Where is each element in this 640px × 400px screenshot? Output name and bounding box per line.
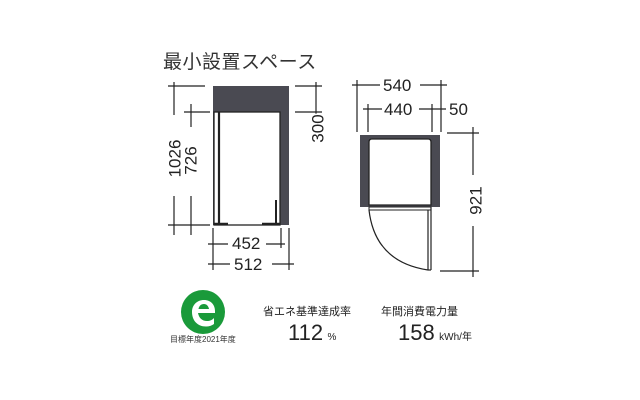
e-mark-icon <box>181 290 225 334</box>
annual-power-label: 年間消費電力量 <box>381 306 458 318</box>
dim-body-height: 726 <box>181 145 201 176</box>
energy-rate-value: 112 <box>288 320 324 345</box>
energy-rate: 112 % <box>288 320 336 346</box>
energy-rate-label: 省エネ基準達成率 <box>263 306 351 318</box>
dim-total-width: 512 <box>233 255 264 274</box>
dim-top-body-width: 440 <box>383 100 414 119</box>
annual-power: 158 kWh/年 <box>398 320 472 346</box>
dim-body-width: 452 <box>231 234 262 253</box>
energy-rate-unit: % <box>327 332 337 343</box>
dim-depth-with-door: 921 <box>466 185 486 216</box>
dim-top-total-width: 540 <box>382 76 413 95</box>
dim-side-clearance: 50 <box>448 100 469 119</box>
dim-top-clearance: 300 <box>308 113 328 144</box>
annual-power-unit: kWh/年 <box>439 332 472 343</box>
annual-power-value: 158 <box>398 320 435 345</box>
page-title: 最小設置スペース <box>163 52 317 73</box>
eco-target-year: 目標年度2021年度 <box>170 335 236 344</box>
